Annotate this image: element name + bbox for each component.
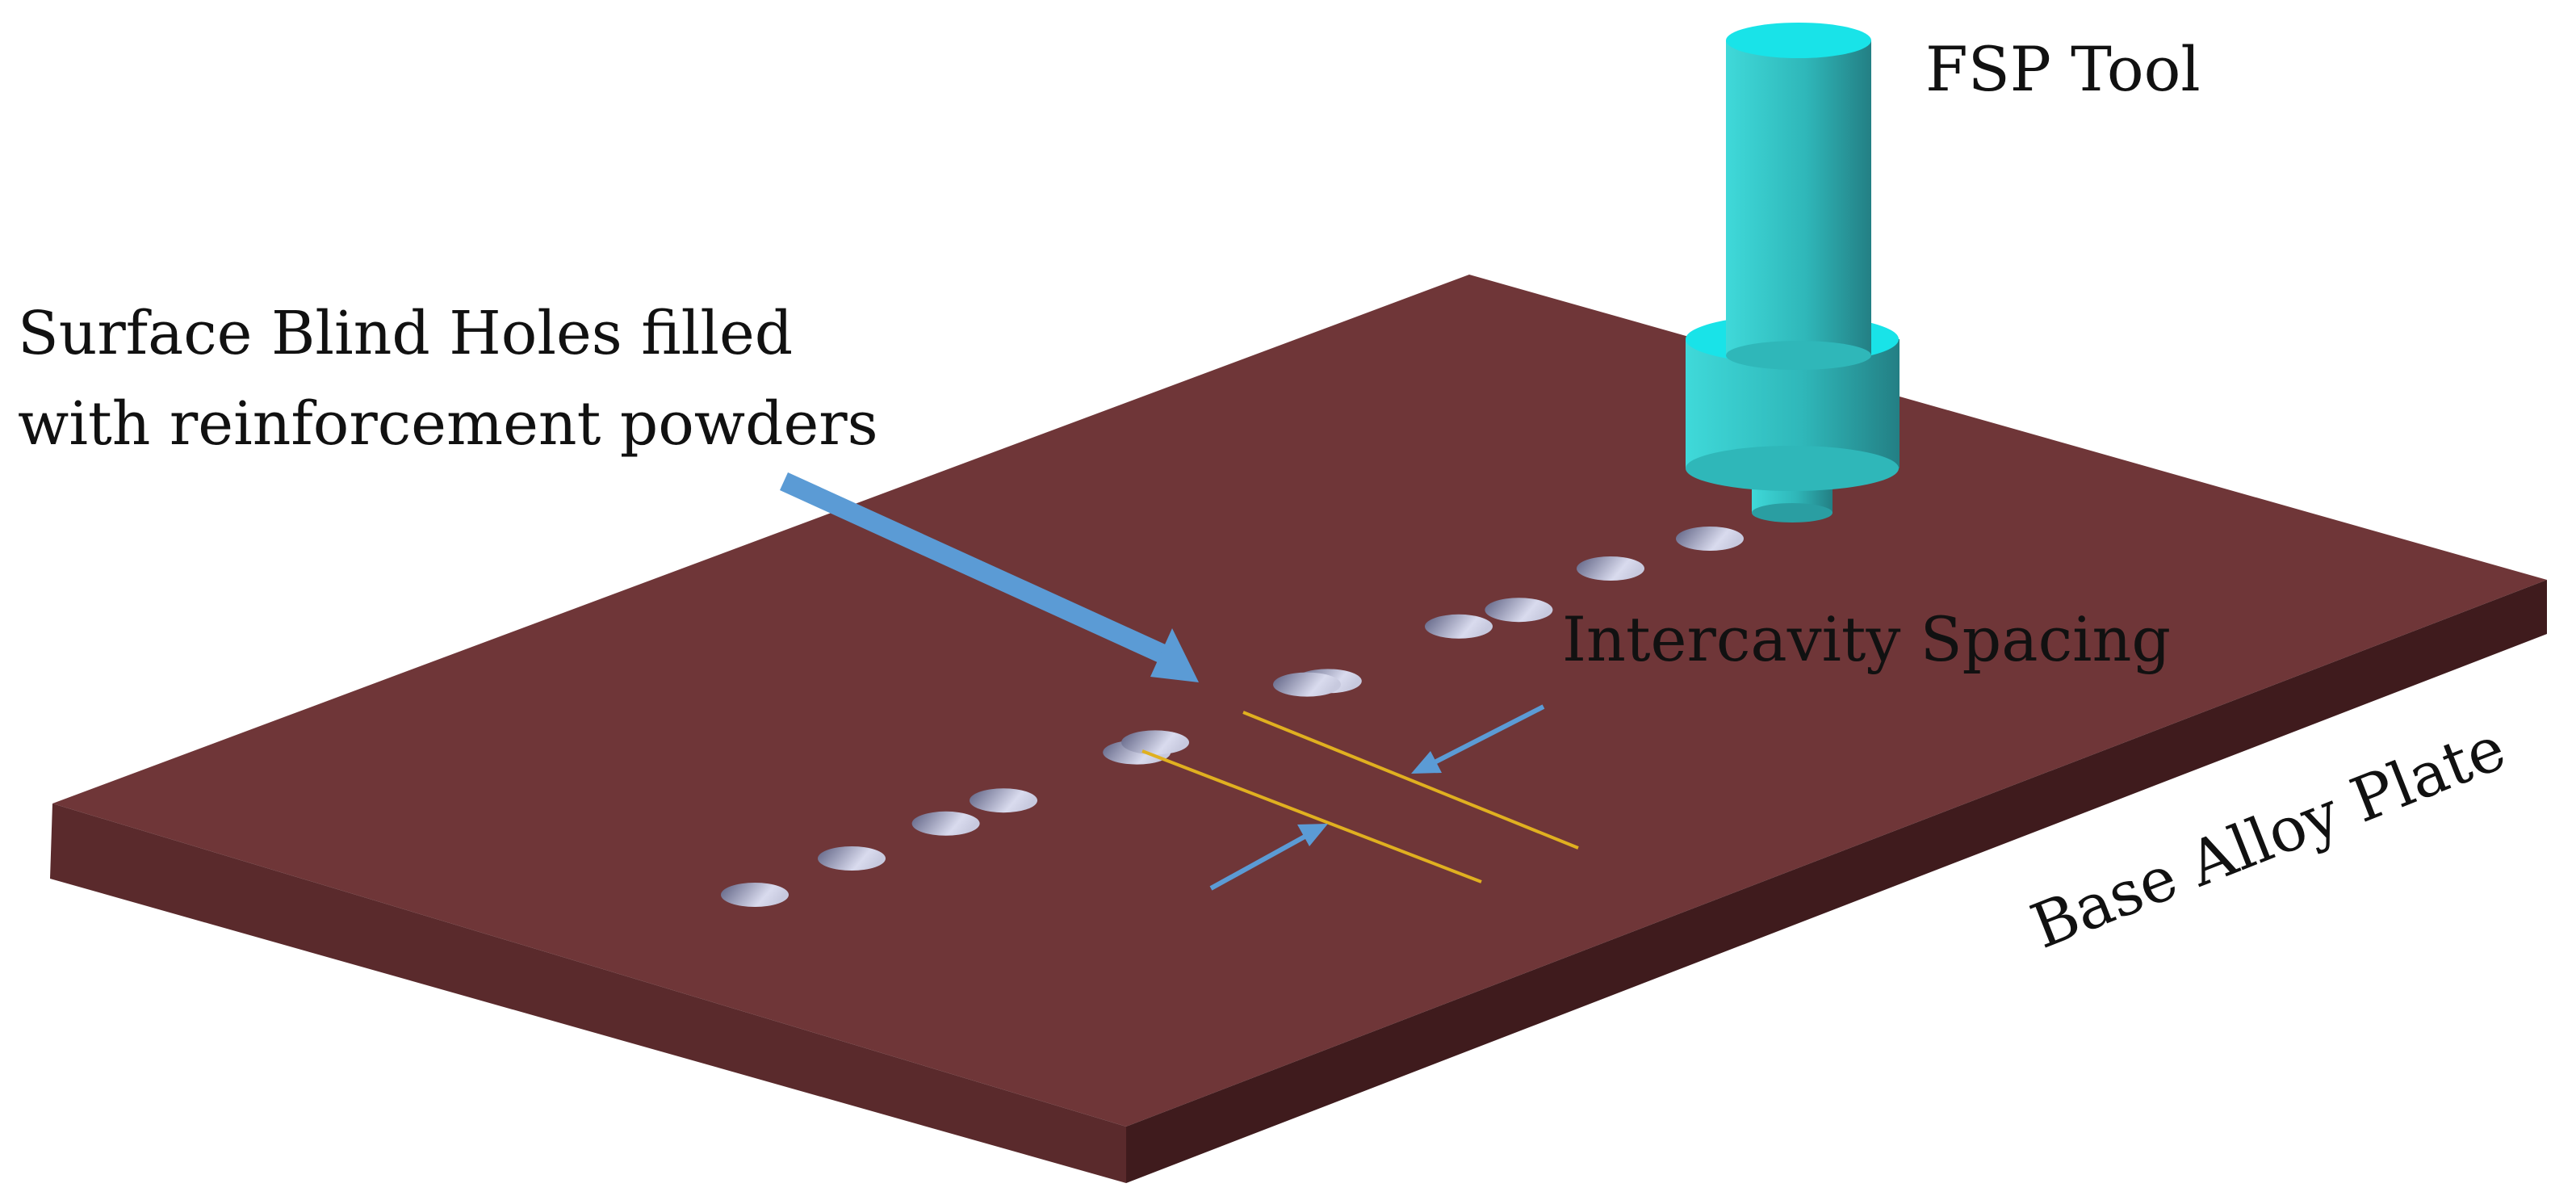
intercavity-spacing-lines bbox=[1141, 711, 1579, 883]
blind-hole bbox=[970, 788, 1037, 813]
fsp-tool bbox=[1686, 23, 1900, 522]
surface-blind-holes bbox=[721, 527, 1744, 907]
callout-arrow-head bbox=[1150, 628, 1199, 682]
tool-shank-bottom-edge bbox=[1726, 341, 1871, 370]
blind-hole bbox=[818, 846, 886, 871]
tool-pin-bottom bbox=[1752, 503, 1833, 522]
spacing-arrow-lower-shaft bbox=[1209, 833, 1308, 891]
tool-shoulder-bottom bbox=[1686, 446, 1899, 491]
blind-hole bbox=[1273, 672, 1341, 697]
spacing-line-lower bbox=[1141, 749, 1482, 883]
label-holes-line-2: with reinforcement powders bbox=[18, 389, 878, 459]
label-holes-line-1: Surface Blind Holes filled bbox=[18, 299, 793, 368]
blind-hole bbox=[1485, 598, 1553, 623]
spacing-line-upper bbox=[1242, 711, 1579, 850]
plate-top-face bbox=[52, 275, 2547, 1127]
spacing-arrow-upper-head bbox=[1411, 751, 1442, 774]
spacing-arrow-upper-shaft bbox=[1431, 704, 1545, 766]
base-alloy-plate bbox=[50, 275, 2547, 1183]
holes-callout-arrow bbox=[780, 472, 1199, 682]
spacing-arrow-lower-head bbox=[1297, 824, 1328, 846]
blind-hole bbox=[1577, 556, 1644, 581]
spacing-arrows bbox=[1209, 704, 1545, 891]
label-fsp-tool: FSP Tool bbox=[1925, 33, 2201, 105]
blind-hole bbox=[1121, 730, 1189, 755]
plate-front-face bbox=[50, 804, 1126, 1183]
blind-hole bbox=[1425, 614, 1493, 639]
blind-hole bbox=[1676, 527, 1744, 551]
label-intercavity-spacing: Intercavity Spacing bbox=[1562, 603, 2171, 675]
plate-side-face bbox=[1126, 580, 2547, 1183]
blind-hole bbox=[721, 883, 789, 907]
blind-hole bbox=[911, 811, 980, 836]
tool-shank bbox=[1726, 40, 1871, 355]
callout-arrow-shaft bbox=[780, 472, 1169, 664]
tool-shank-top bbox=[1726, 23, 1871, 58]
